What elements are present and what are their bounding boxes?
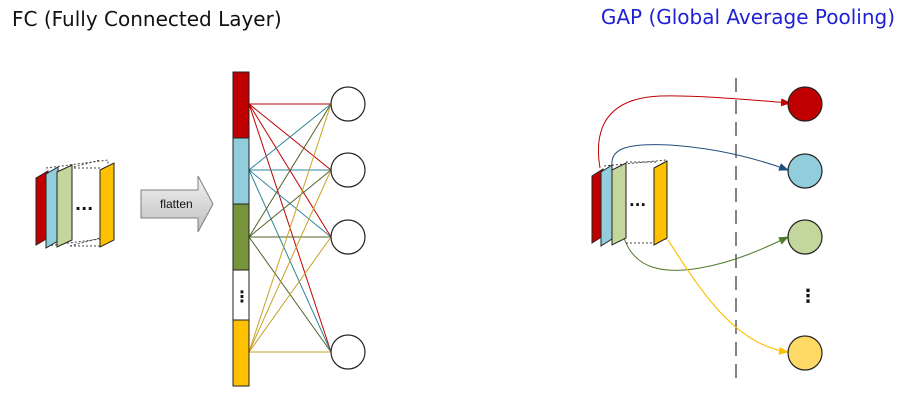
gap-maps-ellipsis: ...: [629, 192, 646, 210]
flattened-vector: ⋮: [232, 71, 250, 387]
vector-seg-red: [232, 71, 250, 139]
gap-node-red: [787, 86, 823, 122]
gap-arrow-green: [623, 236, 789, 271]
fc-link-4-3: [248, 236, 332, 353]
fc-node-1: [330, 86, 366, 122]
gap-node-blue: [787, 153, 823, 189]
fc-link-4-1: [248, 103, 332, 353]
fc-connections: [248, 103, 332, 353]
gap-node-yellow: [787, 335, 823, 371]
gap-title: GAP (Global Average Pooling): [600, 5, 895, 29]
vector-ellipsis: ⋮: [234, 287, 250, 306]
vector-seg-yellow: [232, 319, 250, 387]
gap-feature-maps: ...: [591, 159, 668, 247]
fc-link-3-2: [248, 169, 332, 238]
vector-seg-green: [232, 203, 250, 271]
flatten-label: flatten: [160, 197, 193, 211]
gap-map-green: [611, 162, 627, 246]
gap-nodes-ellipsis: ⋮: [799, 286, 817, 307]
fc-link-2-1: [248, 103, 332, 171]
fc-output-nodes: [330, 86, 366, 370]
fc-link-4-2: [248, 169, 332, 353]
fc-node-3: [330, 219, 366, 255]
fc-node-2: [330, 152, 366, 188]
gap-node-green: [787, 219, 823, 255]
gap-output-nodes: ⋮: [787, 86, 823, 371]
fc-map-blue: [45, 166, 59, 249]
fc-map-green: [56, 164, 73, 248]
gap-arrow-blue: [611, 144, 789, 171]
fc-link-3-1: [248, 103, 332, 238]
fc-title: FC (Fully Connected Layer): [12, 7, 282, 31]
gap-arrow-yellow: [667, 239, 789, 355]
fc-maps-ellipsis: ...: [75, 195, 93, 214]
fc-node-4: [330, 334, 366, 370]
gap-map-blue: [600, 164, 613, 247]
gap-arrows: [598, 95, 791, 355]
gap-map-yellow: [653, 160, 668, 246]
gap-arrow-red: [598, 95, 791, 169]
fc-feature-maps: ...: [35, 159, 115, 249]
fc-map-yellow: [99, 162, 115, 248]
flatten-arrow: flatten: [140, 175, 214, 233]
vector-seg-blue: [232, 137, 250, 205]
